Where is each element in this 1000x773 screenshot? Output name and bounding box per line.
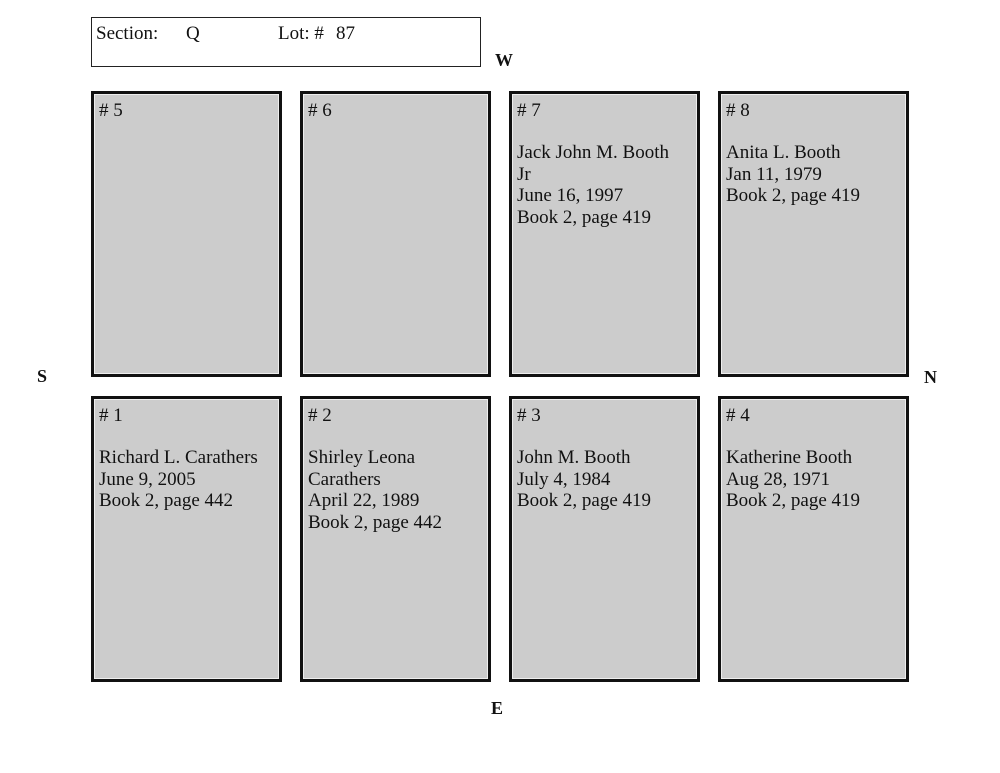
interment-date: June 9, 2005	[99, 468, 196, 490]
interment-name: Anita L. Booth	[726, 142, 841, 163]
interment-record: Book 2, page 442	[308, 511, 443, 533]
interment-name: Jack John M. Booth	[517, 142, 669, 163]
plot-info: Katherine Booth Aug 28, 1971 Book 2, pag…	[726, 447, 902, 512]
interment-date: April 22, 1989	[308, 490, 420, 511]
plot-number: # 4	[726, 405, 750, 426]
plot-number: # 6	[308, 100, 332, 121]
compass-north: N	[924, 367, 937, 387]
interment-date: Aug 28, 1971	[726, 468, 830, 490]
interment-name: Shirley Leona	[308, 447, 416, 468]
plot-3: # 3 John M. Booth July 4, 1984 Book 2, p…	[509, 396, 700, 682]
section-value: Q	[186, 23, 200, 44]
interment-name: Katherine Booth	[726, 447, 853, 468]
interment-record: Book 2, page 419	[726, 490, 861, 511]
lot-value: 87	[336, 23, 355, 44]
interment-name-suffix: Jr	[517, 163, 531, 185]
interment-record: Book 2, page 419	[517, 206, 652, 228]
plot-4: # 4 Katherine Booth Aug 28, 1971 Book 2,…	[718, 396, 909, 682]
compass-east: E	[491, 698, 504, 718]
plot-8: # 8 Anita L. Booth Jan 11, 1979 Book 2, …	[718, 91, 909, 377]
interment-name: John M. Booth	[517, 447, 631, 468]
interment-record: Book 2, page 419	[517, 490, 652, 511]
lot-label: Lot: #	[278, 23, 324, 44]
plot-info: Jack John M. Booth Jr June 16, 1997 Book…	[517, 142, 693, 228]
section-lot-header: Section: Q Lot: # 87	[91, 17, 481, 67]
plot-5: # 5	[91, 91, 282, 377]
interment-record: Book 2, page 419	[726, 185, 861, 206]
plot-1: # 1 Richard L. Carathers June 9, 2005 Bo…	[91, 396, 282, 682]
interment-record: Book 2, page 442	[99, 490, 234, 511]
interment-date: July 4, 1984	[517, 468, 611, 490]
plot-info: Richard L. Carathers June 9, 2005 Book 2…	[99, 447, 275, 512]
plot-number: # 7	[517, 100, 541, 121]
compass-west: W	[495, 50, 513, 70]
plot-info: Anita L. Booth Jan 11, 1979 Book 2, page…	[726, 142, 902, 207]
plot-6: # 6	[300, 91, 491, 377]
plot-number: # 1	[99, 405, 123, 426]
interment-date: Jan 11, 1979	[726, 163, 822, 185]
interment-name-cont: Carathers	[308, 468, 381, 490]
plot-number: # 8	[726, 100, 750, 121]
plot-info: Shirley Leona Carathers April 22, 1989 B…	[308, 447, 484, 533]
plot-info: John M. Booth July 4, 1984 Book 2, page …	[517, 447, 693, 512]
compass-south: S	[37, 366, 48, 386]
interment-name: Richard L. Carathers	[99, 447, 258, 468]
plot-7: # 7 Jack John M. Booth Jr June 16, 1997 …	[509, 91, 700, 377]
plot-2: # 2 Shirley Leona Carathers April 22, 19…	[300, 396, 491, 682]
plot-number: # 5	[99, 100, 123, 121]
plot-number: # 2	[308, 405, 332, 426]
interment-date: June 16, 1997	[517, 185, 624, 206]
plot-number: # 3	[517, 405, 541, 426]
section-label: Section:	[96, 23, 159, 44]
